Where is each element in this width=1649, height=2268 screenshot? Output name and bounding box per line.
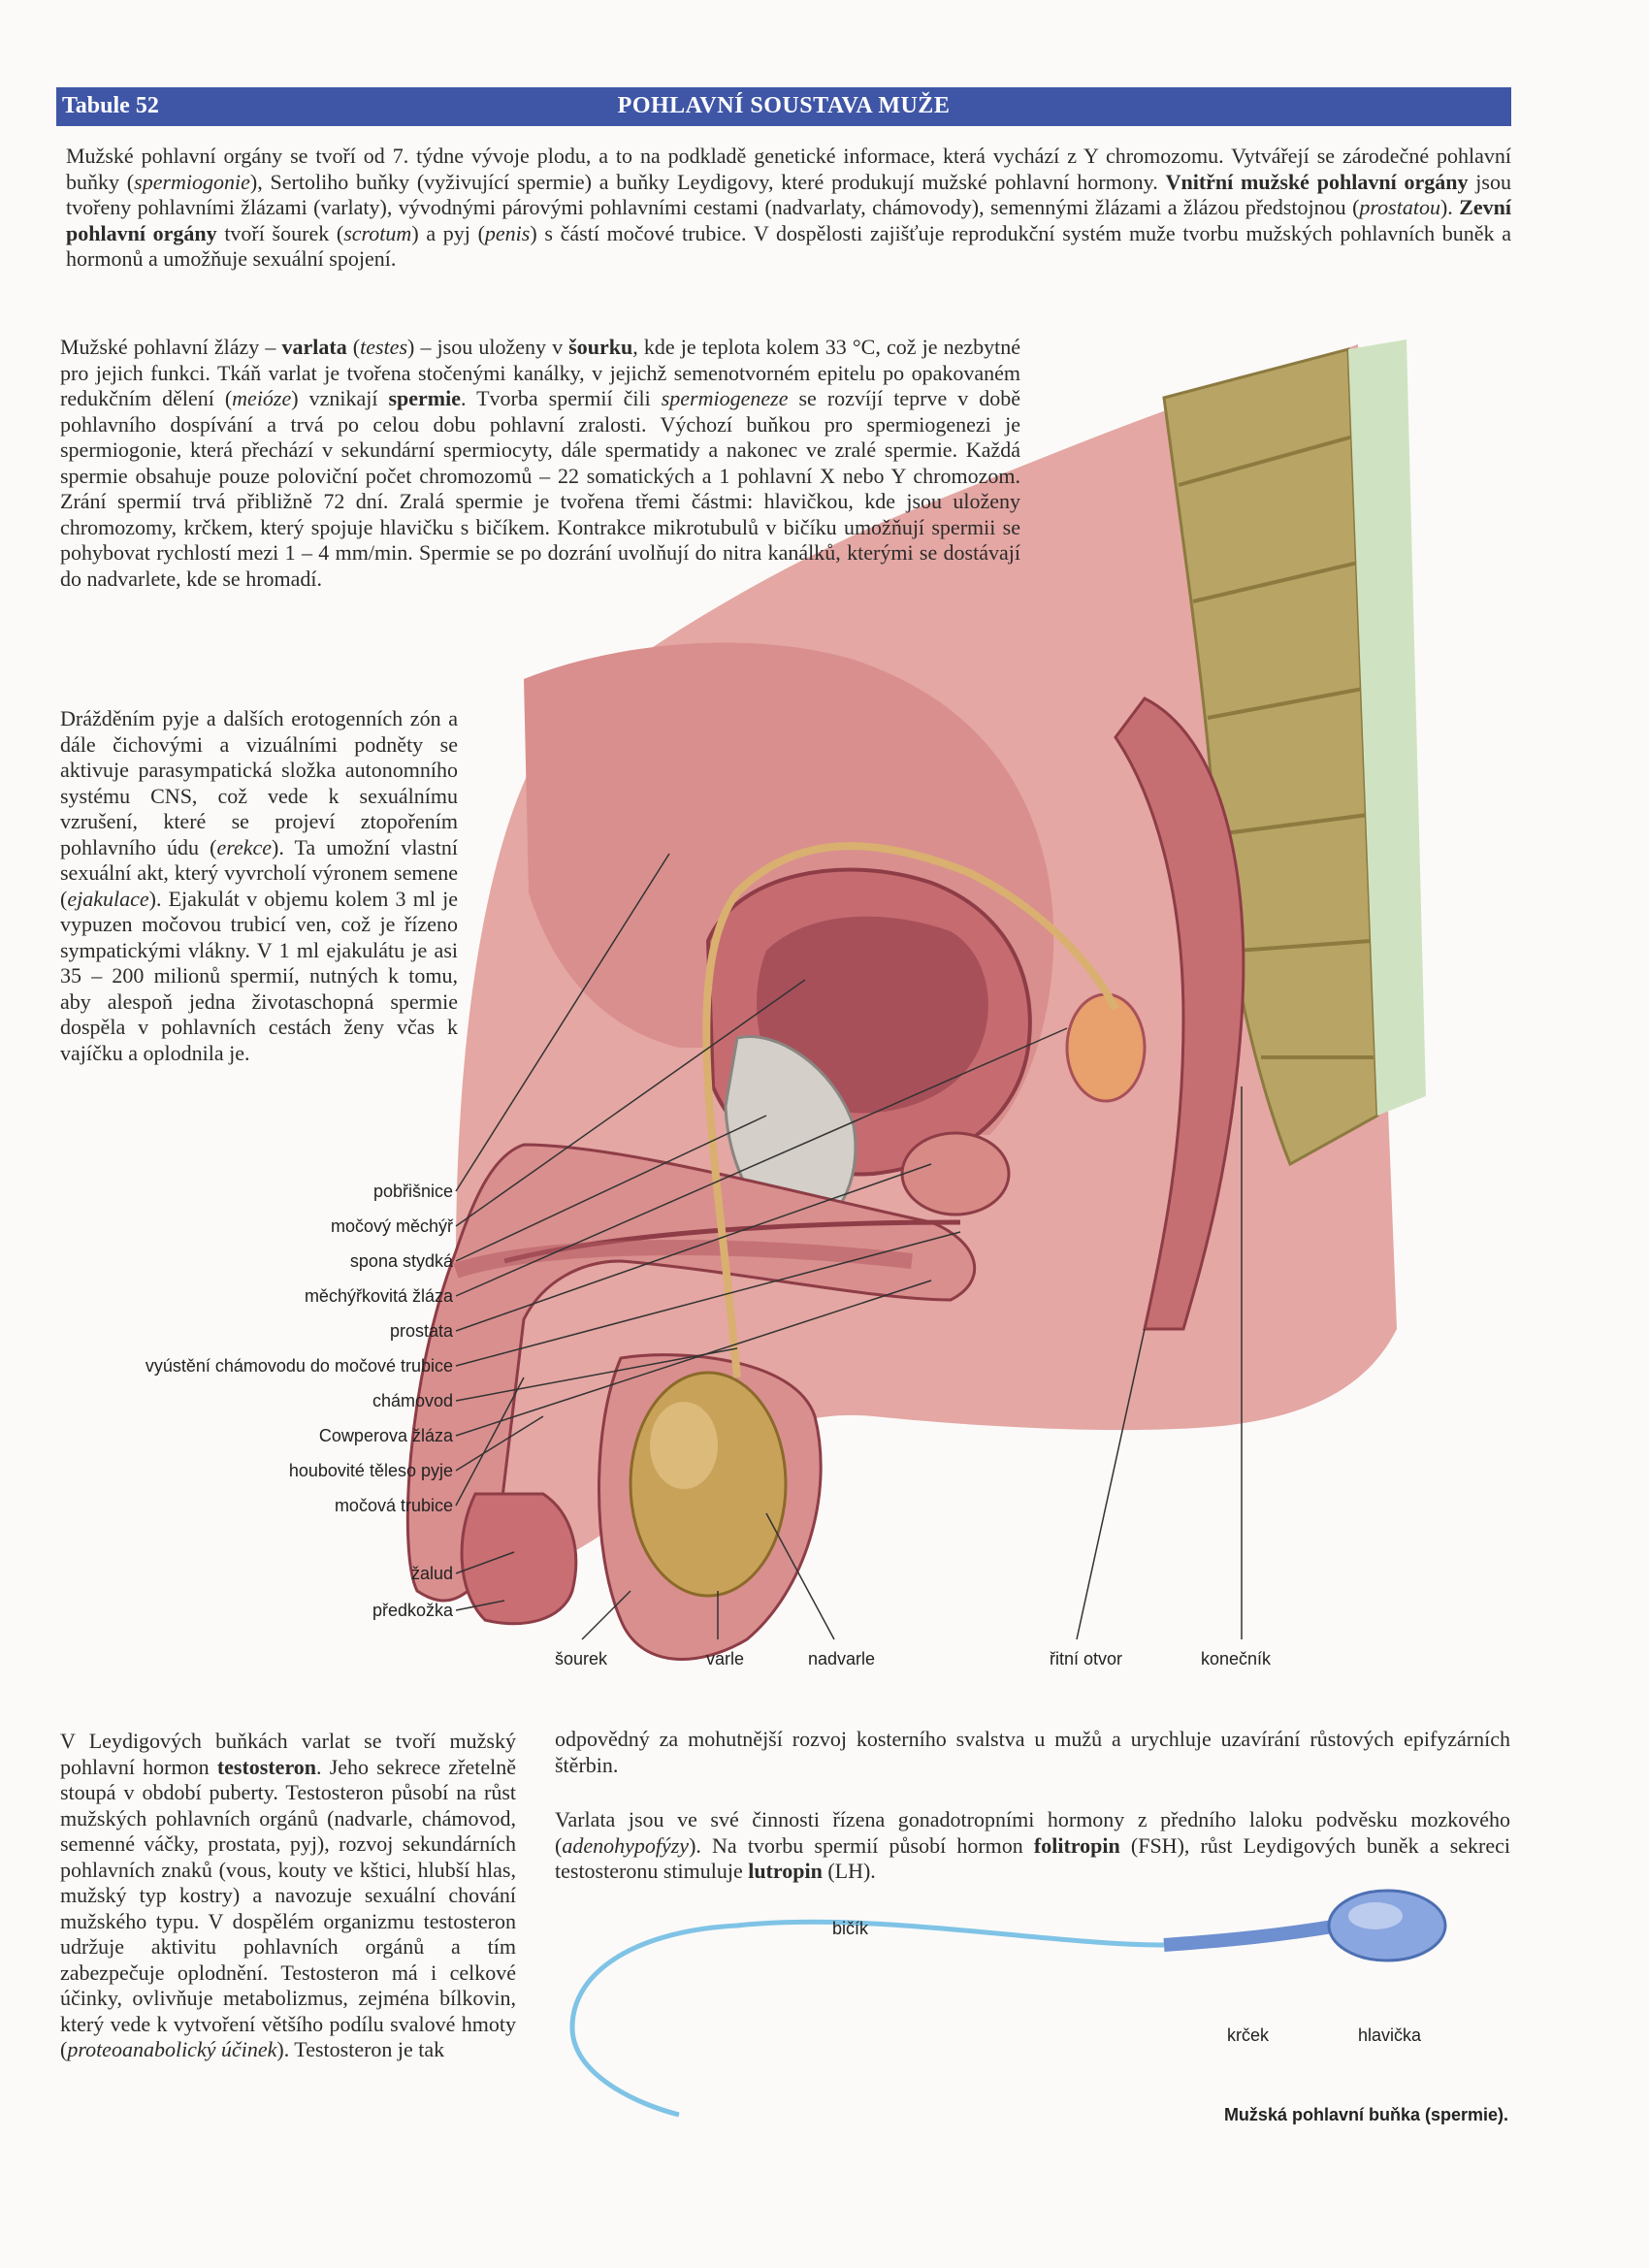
- page-title: POHLAVNÍ SOUSTAVA MUŽE: [617, 93, 951, 118]
- testosterone-paragraph: V Leydigových buňkách varlat se tvoří mu…: [60, 1729, 516, 2061]
- testis-highlight: [650, 1402, 718, 1489]
- label-prostata: prostata: [389, 1321, 453, 1341]
- label-cowperova-zlaza: Cowperova žláza: [318, 1426, 453, 1445]
- label-hlavicka: hlavička: [1358, 2025, 1422, 2045]
- corpus-spongiosum: [453, 1240, 913, 1279]
- muscle-layer: [1348, 340, 1426, 1116]
- vas-deferens: [702, 842, 1119, 1378]
- label-krcek: krček: [1227, 2025, 1270, 2045]
- sperm-head-highlight: [1348, 1902, 1403, 1929]
- hormones-paragraph: Varlata jsou ve své činnosti řízena gona…: [555, 1807, 1510, 1883]
- label-pobrisnice: pobřišnice: [372, 1182, 453, 1201]
- label-mocovy-mechyr: močový měchýř: [330, 1216, 453, 1236]
- label-mechyrkovita-zlaza: měchýřkovitá žláza: [304, 1286, 453, 1306]
- label-houbovite-teleso: houbovité těleso pyje: [288, 1461, 453, 1480]
- label-konecnik: konečník: [1201, 1649, 1272, 1669]
- sperm-caption: Mužská pohlavní buňka (spermie).: [1223, 2105, 1508, 2124]
- seminal-vesicle: [1065, 992, 1147, 1103]
- sperm-midpiece: [1163, 1919, 1341, 1952]
- sperm-tail: [569, 1919, 1165, 2118]
- label-chamovod: chámovod: [372, 1391, 453, 1410]
- label-mocova-trubice: močová trubice: [334, 1496, 453, 1515]
- plate-header: Tabule 52 POHLAVNÍ SOUSTAVA MUŽE: [56, 87, 1511, 126]
- vertebra-lines: [1178, 435, 1374, 1059]
- label-zalud: žalud: [410, 1564, 453, 1583]
- erection-paragraph: Drážděním pyje a dalších erotogenních zó…: [60, 706, 458, 1065]
- testosterone-continued-paragraph: odpovědný za mohutnější rozvoj kosterníh…: [555, 1727, 1510, 1777]
- label-predkozka: předkožka: [372, 1601, 453, 1620]
- rectum: [1114, 697, 1245, 1331]
- intro-paragraph: Mužské pohlavní orgány se tvoří od 7. tý…: [66, 144, 1512, 271]
- glans: [460, 1492, 578, 1626]
- prostate: [900, 1131, 1011, 1216]
- leader-lines: [455, 853, 1243, 1640]
- label-spona-stydka: spona stydká: [349, 1251, 453, 1271]
- plate-number: Tabule 52: [62, 93, 159, 118]
- label-varle: varle: [706, 1649, 745, 1669]
- testes-paragraph: Mužské pohlavní žlázy – varlata (testes)…: [60, 335, 1020, 591]
- label-ritni-otvor: řitní otvor: [1050, 1649, 1123, 1669]
- label-bicik: bičík: [832, 1919, 869, 1938]
- label-sourek: šourek: [555, 1649, 608, 1669]
- label-nadvarle: nadvarle: [808, 1649, 876, 1669]
- label-vyusteni-chamovodu: vyústění chámovodu do močové trubice: [145, 1356, 453, 1376]
- testis: [629, 1371, 788, 1598]
